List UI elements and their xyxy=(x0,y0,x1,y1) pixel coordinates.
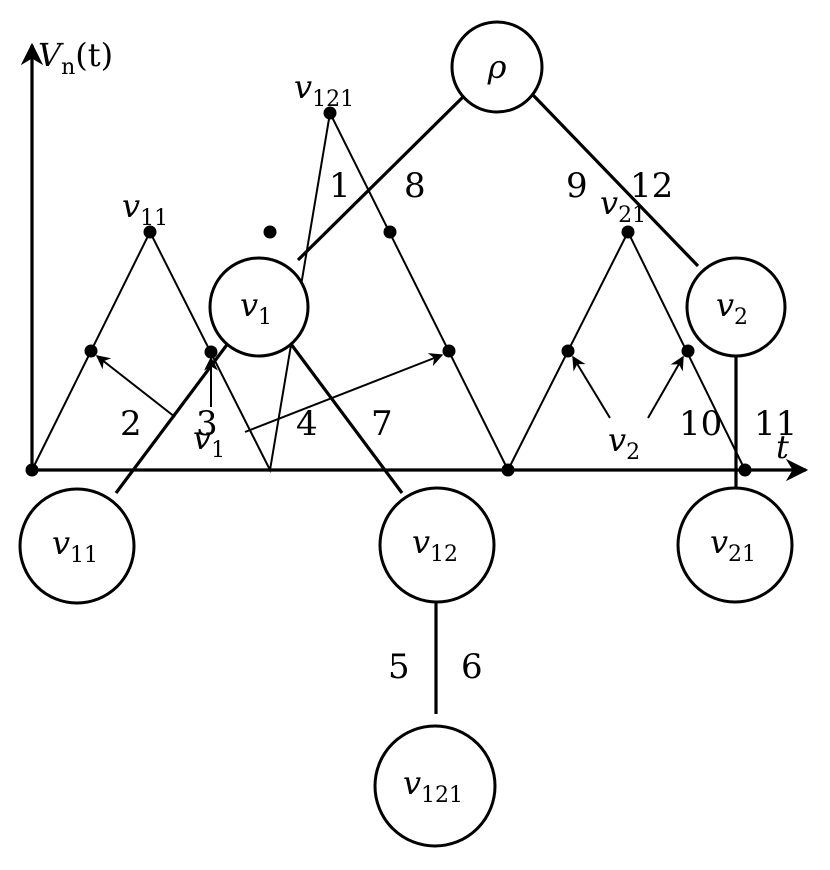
edge-v1-v11 xyxy=(114,337,234,494)
arrow-v2-right xyxy=(647,355,684,419)
dot-origin xyxy=(25,463,39,477)
dot xyxy=(323,106,337,120)
edge-number-1: 1 xyxy=(329,166,351,206)
edge-root-v1 xyxy=(296,93,467,262)
dot xyxy=(501,463,515,477)
arrow-label-v2: v2 xyxy=(608,421,640,465)
edge-v1-v12 xyxy=(286,339,404,494)
dot xyxy=(143,225,157,239)
tree-node-v1: v1 xyxy=(208,256,310,358)
dot xyxy=(442,344,456,358)
x-axis-label: t xyxy=(776,428,789,466)
dot xyxy=(383,225,397,239)
node-label: v121 xyxy=(403,764,463,808)
dot xyxy=(738,463,752,477)
peak-label-v21: v21 xyxy=(600,184,646,228)
edge-number-11: 11 xyxy=(754,404,797,444)
edge-number-7: 7 xyxy=(371,404,393,444)
tree-node-v2: v2 xyxy=(685,256,787,358)
dot xyxy=(263,225,277,239)
arrow-label-v1: v1 xyxy=(193,419,225,463)
dot xyxy=(204,345,218,359)
tree-node-root: ρ xyxy=(450,20,544,114)
tree-node-v121: v121 xyxy=(373,724,497,848)
arrow-v2-left xyxy=(572,355,611,419)
edge-number-12: 12 xyxy=(630,166,673,206)
peak-label-v121: v121 xyxy=(294,68,354,112)
dot xyxy=(561,344,575,358)
edge-number-4: 4 xyxy=(296,404,318,444)
node-label: v2 xyxy=(716,286,748,330)
node-label: v21 xyxy=(710,523,756,567)
contour-dots xyxy=(25,106,752,477)
node-label: v12 xyxy=(412,523,458,567)
edge-number-5: 5 xyxy=(388,647,410,687)
edge-root-v2 xyxy=(531,93,700,268)
arrow-v1-to-v12 xyxy=(244,353,444,433)
dot xyxy=(84,344,98,358)
edge-number-6: 6 xyxy=(461,647,483,687)
edge-number-2: 2 xyxy=(120,404,142,444)
node-label: ρ xyxy=(487,48,507,86)
y-axis-label: Vn(t) xyxy=(38,36,113,80)
peak-label-v11: v11 xyxy=(122,187,168,231)
node-label: v11 xyxy=(52,524,98,568)
dot xyxy=(681,344,695,358)
dot xyxy=(621,225,635,239)
tree-node-v21: v21 xyxy=(676,486,794,604)
edge-number-3: 3 xyxy=(196,404,218,444)
tree-node-v12: v12 xyxy=(378,486,496,604)
edge-number-10: 10 xyxy=(679,404,722,444)
edge-number-9: 9 xyxy=(566,166,588,206)
node-label: v1 xyxy=(240,286,272,330)
arrow-v11-left xyxy=(95,355,176,418)
tree-node-v11: v11 xyxy=(18,487,136,605)
edge-number-8: 8 xyxy=(404,166,426,206)
